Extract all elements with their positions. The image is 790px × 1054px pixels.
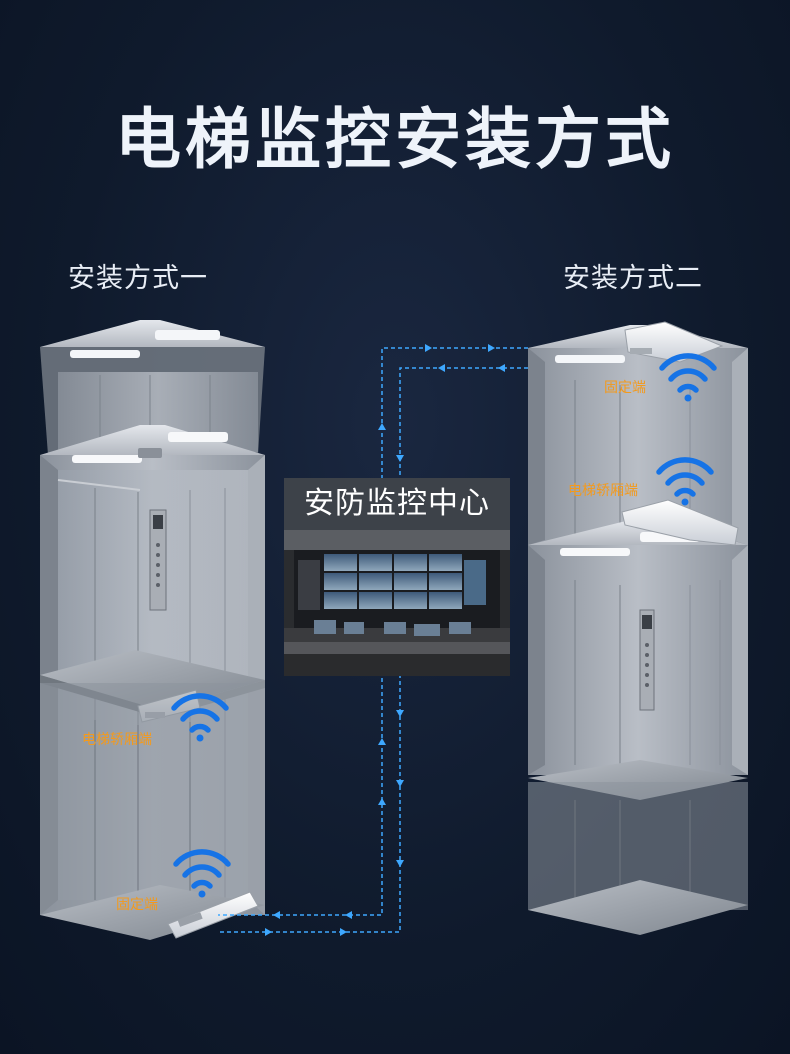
monitoring-room-image [284,530,510,676]
arrow-icon [498,364,505,372]
monitoring-center-title: 安防监控中心 [284,478,510,530]
arrow-icon [345,911,352,919]
arrow-icon [378,423,386,430]
car-end-label-one: 电梯轿厢端 [82,732,152,748]
arrow-icon [378,798,386,805]
arrow-icon [438,364,445,372]
fixed-bridge-device-two [624,321,724,363]
arrow-icon [265,928,272,936]
car-end-label-two: 电梯轿厢端 [568,483,638,499]
arrow-icon [273,911,280,919]
bridge-device-icon [167,891,259,939]
method-one-label: 安装方式一 [68,263,208,294]
arrow-icon [396,455,404,462]
page-title: 电梯监控安装方式 [115,101,675,178]
arrow-icon [425,344,432,352]
elevator-panel-icon [639,609,655,711]
fixed-end-label-two: 固定端 [604,380,646,396]
arrow-icon [396,710,404,717]
fixed-end-label-one: 固定端 [116,897,158,913]
ceiling-light-icon [155,330,220,340]
fixed-bridge-device-one [167,891,259,939]
arrow-icon [396,780,404,787]
ceiling-light-icon [168,432,228,442]
car-bridge-device-two [621,499,739,546]
monitoring-center-panel: 安防监控中心 [284,478,510,676]
arrow-icon [340,928,347,936]
arrow-icon [488,344,495,352]
arrow-icon [396,860,404,867]
elevator-shaft-two [528,321,748,935]
elevator-panel-icon [149,509,167,611]
method-two-label: 安装方式二 [563,263,703,294]
elevator-shaft-one [40,320,265,940]
bridge-device-icon [621,499,739,546]
arrow-icon [378,738,386,745]
